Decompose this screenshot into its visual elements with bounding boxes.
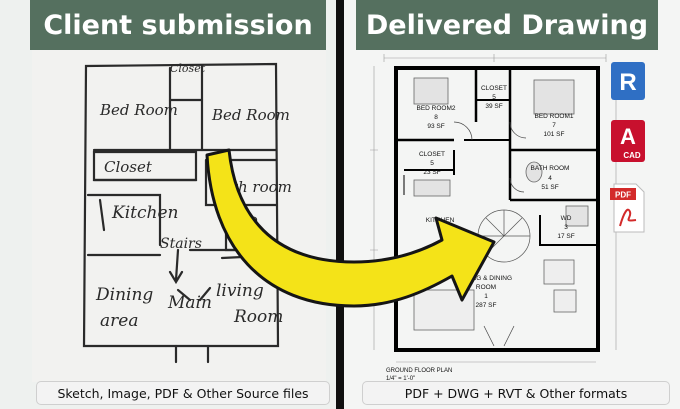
room-closet-top-num: 5 — [492, 94, 496, 101]
room-wd-area: 17 SF — [557, 233, 574, 240]
pdf-icon-banner — [610, 188, 636, 200]
room-bedroom1-area: 101 SF — [544, 131, 565, 138]
hand-sketch: Bed Room Closet Bed Room Closet Bath roo… — [32, 50, 326, 382]
client-submission-title: Client submission — [30, 0, 326, 50]
autocad-icon-text: CAD — [623, 151, 641, 160]
source-files-caption: Sketch, Image, PDF & Other Source files — [36, 381, 330, 405]
room-bathroom-name: BATH ROOM — [531, 165, 570, 172]
dining-table — [413, 289, 475, 331]
revit-icon-bg — [611, 62, 645, 100]
room-wd-name: WD — [561, 215, 572, 222]
sketch-label-dining: Dining — [95, 285, 153, 305]
room-wd-num: 3 — [564, 224, 568, 231]
spiral-stair — [477, 209, 531, 263]
plan-scale: 1/4" = 1'-0" — [386, 376, 415, 382]
revit-icon-letter: R — [619, 69, 636, 96]
kitchen-counter — [413, 179, 451, 197]
room-living-name2: ROOM — [476, 284, 496, 291]
autocad-icon: A CAD — [611, 120, 645, 162]
pdf-icon-swirl — [619, 208, 637, 227]
room-bathroom-area: 51 SF — [541, 184, 558, 191]
room-living-area: 287 SF — [476, 302, 497, 309]
plan-title: GROUND FLOOR PLAN — [386, 368, 452, 374]
sketch-label-wd: WD — [234, 215, 258, 230]
bed-2 — [413, 77, 449, 105]
sketch-label-bedroom-b: Bed Room — [211, 106, 290, 124]
sketch-label-kitchen: Kitchen — [111, 203, 178, 223]
room-closet-mid-name: CLOSET — [419, 151, 445, 158]
sofa — [543, 259, 575, 285]
delivered-drawing-panel: 1 2 — [344, 0, 680, 409]
sketch-label-living-room: Room — [233, 307, 283, 327]
sketch-label-living: living — [216, 281, 264, 301]
room-closet-top-name: CLOSET — [481, 85, 507, 92]
autocad-icon-letter: A — [620, 124, 636, 149]
delivered-drawing-title: Delivered Drawing — [356, 0, 658, 50]
pdf-icon-text: PDF — [615, 191, 631, 200]
client-submission-panel: Bed Room Closet Bed Room Closet Bath roo… — [0, 0, 336, 409]
pdf-icon: PDF — [610, 183, 645, 233]
sketch-label-dining-area: area — [100, 311, 138, 331]
room-bedroom2-name: BED ROOM2 — [416, 105, 455, 112]
output-formats-caption: PDF + DWG + RVT & Other formats — [362, 381, 670, 405]
autocad-icon-bg — [611, 120, 645, 162]
sketch-label-stairs: Stairs — [160, 236, 202, 252]
washer — [565, 205, 589, 227]
bathtub — [525, 161, 543, 183]
room-bedroom1-name: BED ROOM1 — [534, 113, 573, 120]
coffee-table — [553, 289, 577, 313]
room-closet-mid-area: 23 SF — [423, 169, 440, 176]
sketch-label-bath: Bath room — [211, 178, 292, 196]
sketch-label-closet: Closet — [104, 158, 153, 176]
room-bathroom-num: 4 — [548, 175, 552, 182]
sketch-label-closet-small: Closet — [170, 62, 206, 75]
sketch-label-main: Main — [167, 293, 212, 313]
room-kitchen-name: KITCHEN — [426, 217, 455, 224]
room-closet-top-area: 39 SF — [485, 103, 502, 110]
room-bedroom1-num: 7 — [552, 122, 556, 129]
panel-divider — [336, 0, 344, 409]
room-living-num: 1 — [484, 293, 488, 300]
room-bedroom2-area: 93 SF — [427, 123, 444, 130]
room-closet-mid-num: 5 — [430, 160, 434, 167]
sketch-label-bedroom-a: Bed Room — [99, 101, 178, 119]
revit-icon: R — [611, 62, 645, 100]
bed-1 — [533, 79, 575, 115]
room-bedroom2-num: 8 — [434, 114, 438, 121]
sketch-outer-wall — [82, 62, 280, 348]
room-living-name: LIVING & DINING — [460, 275, 512, 282]
